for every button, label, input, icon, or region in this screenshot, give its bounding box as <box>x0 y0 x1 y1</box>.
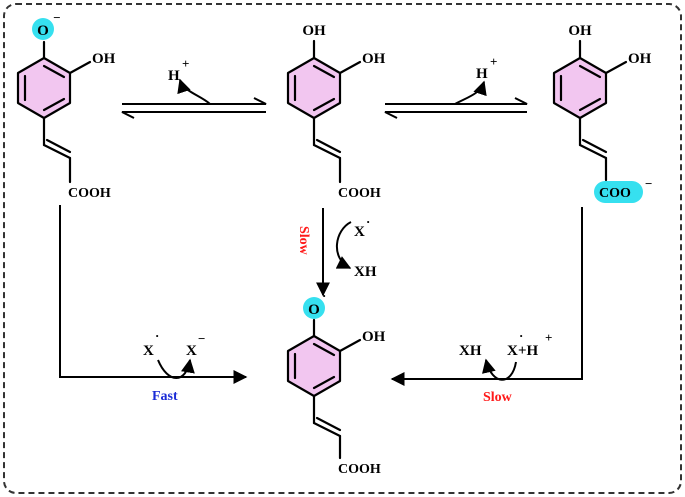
pathway-fast-product-charge: − <box>198 331 205 346</box>
carboxylate-top-oh: OH <box>568 23 592 39</box>
radical-highlight <box>303 297 325 319</box>
pathway-fast: X · X − Fast <box>59 205 248 404</box>
pathway-slow-vertical-reagent-dot: · <box>366 214 370 229</box>
pathway-fast-product: X <box>186 343 197 359</box>
equilibrium-right-curve <box>454 80 487 105</box>
pathway-slow-right: XH X · +H + Slow <box>390 207 583 405</box>
carboxylate-coo: COO <box>599 186 631 201</box>
equilibrium-left: H + <box>121 56 267 119</box>
equilibrium-right: H + <box>384 54 528 119</box>
phenolate-highlight <box>32 18 54 40</box>
pathway-slow-right-reagent: X <box>507 343 518 359</box>
pathway-slow-right-product: XH <box>459 343 482 359</box>
pathway-slow-right-charge: + <box>545 330 552 345</box>
pathway-slow-vertical-reagent: X <box>354 224 365 240</box>
carboxylate-charge: − <box>645 176 652 191</box>
pathway-slow-vertical-product: XH <box>354 264 377 280</box>
equilibrium-left-charge: + <box>182 56 189 71</box>
molecule-carboxylate: OH OH COO − <box>552 23 652 203</box>
phenolate-charge: − <box>53 10 60 25</box>
equilibrium-right-charge: + <box>490 54 497 69</box>
phenolate-cooh: COOH <box>68 186 111 201</box>
scheme-frame <box>3 3 682 494</box>
molecule-phenolate: O − OH COOH <box>16 10 116 201</box>
equilibrium-left-proton: H <box>168 68 180 84</box>
molecule-caffeic-acid: OH OH COOH <box>286 23 386 201</box>
pathway-slow-right-reagent-dot: · <box>519 328 523 343</box>
molecule-radical: O · OH COOH <box>286 288 386 477</box>
pathway-slow-right-curve <box>482 358 517 381</box>
radical-oxygen: O <box>308 302 320 318</box>
caffeic-top-oh: OH <box>302 23 326 39</box>
pathway-fast-reagent-dot: · <box>155 328 159 343</box>
pathway-fast-label: Fast <box>152 389 178 404</box>
pathway-slow-right-arrow <box>390 207 583 386</box>
pathway-slow-vertical: X · XH Slow <box>296 208 377 297</box>
caffeic-side-oh: OH <box>362 51 386 67</box>
caffeic-cooh: COOH <box>338 186 381 201</box>
equilibrium-right-forward-arrow <box>385 97 528 105</box>
equilibrium-left-curve <box>177 78 211 105</box>
pathway-fast-arrow <box>59 205 248 384</box>
radical-cooh: COOH <box>338 462 381 477</box>
pathway-fast-curve <box>157 358 195 379</box>
equilibrium-left-reverse-arrow <box>121 111 266 119</box>
radical-side-oh: OH <box>362 329 386 345</box>
pathway-slow-right-label: Slow <box>483 390 513 405</box>
carboxylate-highlight <box>594 181 643 203</box>
pathway-slow-vertical-label: Slow <box>296 226 311 256</box>
carboxylate-side-oh: OH <box>628 51 652 67</box>
pathway-slow-vertical-curve <box>335 221 352 269</box>
phenolate-oxygen: O <box>37 23 49 39</box>
pathway-slow-right-plus-h: +H <box>518 343 539 359</box>
equilibrium-right-proton: H <box>476 66 488 82</box>
pathway-fast-reagent: X <box>143 343 154 359</box>
equilibrium-left-forward-arrow <box>122 97 267 105</box>
phenolate-oh: OH <box>92 51 116 67</box>
equilibrium-right-reverse-arrow <box>384 111 527 119</box>
